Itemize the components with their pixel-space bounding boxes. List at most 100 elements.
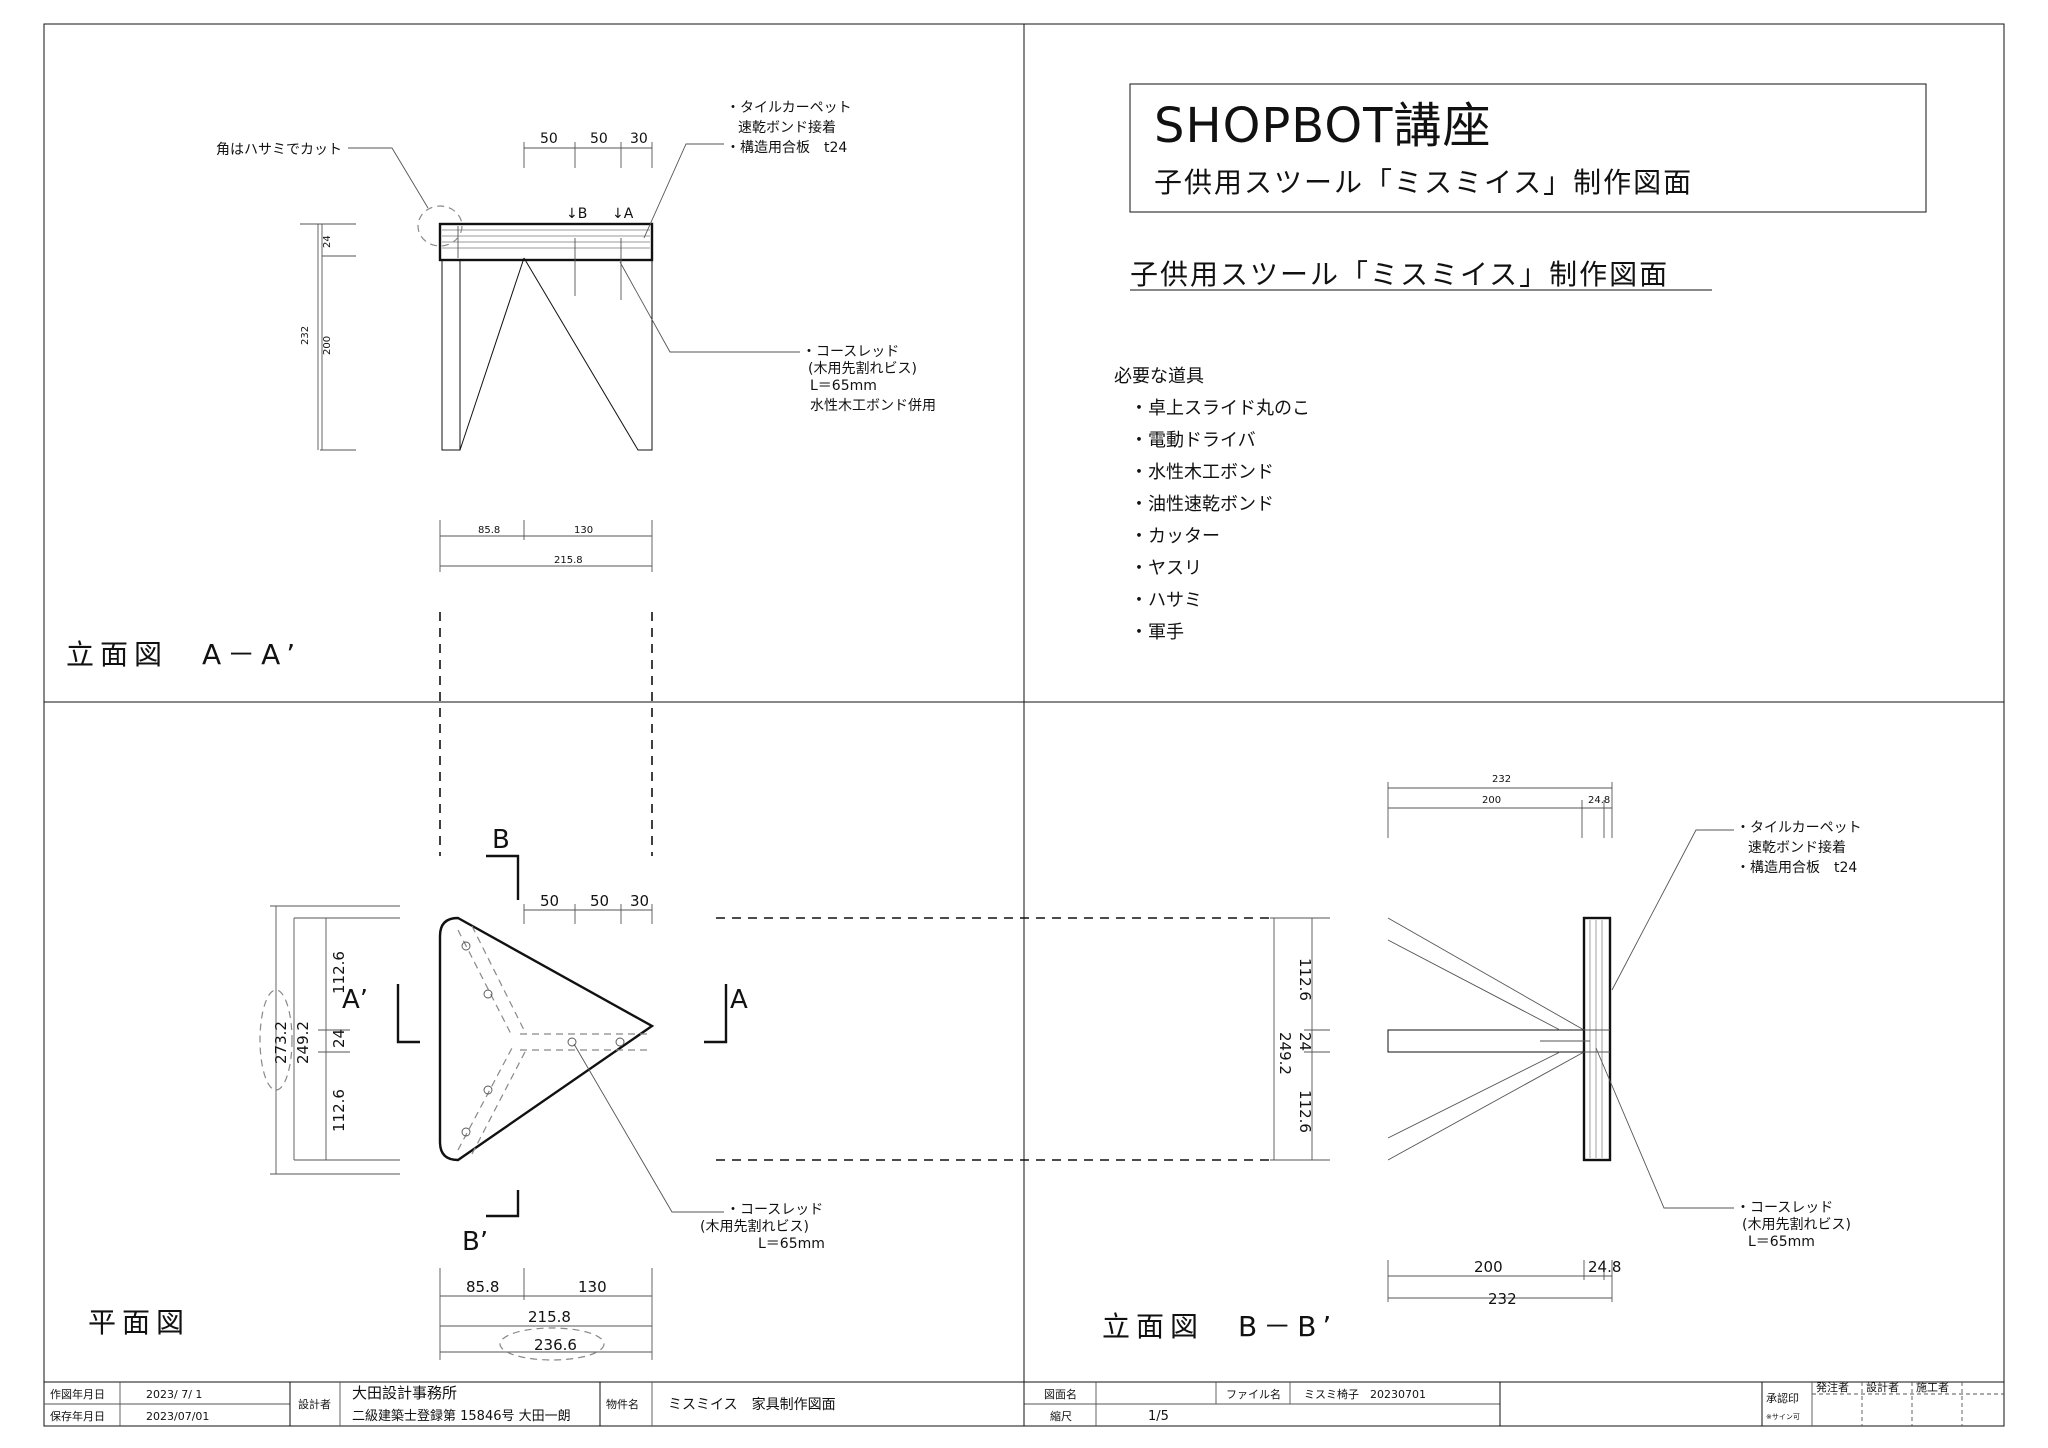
- table-property-value: ミスミイス 家具制作図面: [668, 1396, 836, 1413]
- table-scale-label: 縮尺: [1050, 1409, 1072, 1423]
- note-corner-cut: 角はハサミでカット: [216, 142, 342, 158]
- note-carpet-1: ・タイルカーペット: [1736, 820, 1862, 836]
- note-screw-1: ・コースレッド: [726, 1202, 823, 1218]
- note-screw-2: (木用先割れビス): [700, 1218, 809, 1235]
- table-approval-label: 承認印: [1766, 1391, 1799, 1405]
- table-designer-label: 設計者: [298, 1397, 331, 1411]
- section-mark-a-prime: A’: [342, 985, 368, 1015]
- tool-item: ・水性木工ボンド: [1130, 462, 1274, 483]
- dim-30: 30: [630, 892, 649, 910]
- title-header: SHOPBOT講座: [1154, 98, 1491, 154]
- table-registration: 二級建築士登録第 15846号 大田一朗: [352, 1409, 571, 1424]
- dim-85-8: 85.8: [466, 1278, 499, 1296]
- tools-list: 必要な道具 ・卓上スライド丸のこ ・電動ドライバ ・水性木工ボンド ・油性速乾ボ…: [1114, 366, 1310, 643]
- note-carpet-2: 速乾ボンド接着: [738, 119, 836, 136]
- carpet-hatch: [442, 229, 650, 249]
- dim-30: 30: [630, 131, 648, 147]
- section-mark-b: B: [492, 825, 510, 855]
- dim-50: 50: [590, 892, 609, 910]
- plan-view: B B’ A’ A 50 50 30 273.2 249.2 112.6 24 …: [88, 825, 825, 1361]
- sheet-frame: [43, 23, 2005, 1427]
- note-carpet-3: ・構造用合板 t24: [1736, 860, 1857, 876]
- tool-item: ・卓上スライド丸のこ: [1130, 398, 1310, 419]
- table-role: 発注者: [1816, 1380, 1849, 1394]
- dim-200: 200: [322, 336, 333, 355]
- section-mark-b-prime: B’: [462, 1227, 488, 1257]
- note-carpet-1: ・タイルカーペット: [726, 100, 852, 116]
- table-drawing-label: 図面名: [1044, 1387, 1077, 1401]
- elevation-b: 232 200 24.8 249.2 112.6 24 112.6: [1102, 774, 1862, 1343]
- dim-200: 200: [1474, 1258, 1503, 1276]
- dim-249-2: 249.2: [294, 1021, 312, 1064]
- note-screw-3: L＝65mm: [810, 378, 877, 394]
- leg-outlines: [457, 925, 652, 1155]
- dim-24-8: 24.8: [1588, 795, 1610, 806]
- dim-112-6: 112.6: [1296, 958, 1314, 1001]
- tools-heading: 必要な道具: [1114, 366, 1204, 387]
- title-subtitle: 子供用スツール「ミスミイス」制作図面: [1154, 166, 1693, 199]
- title-table: 作図年月日 2023/ 7/ 1 保存年月日 2023/07/01 設計者 大田…: [44, 1380, 2004, 1426]
- dim-112-6: 112.6: [330, 1089, 348, 1132]
- carpet-hatch: [1589, 920, 1603, 1158]
- dim-112-6: 112.6: [330, 951, 348, 994]
- table-office: 大田設計事務所: [352, 1384, 457, 1402]
- tool-item: ・ヤスリ: [1130, 558, 1202, 579]
- dim-236-6: 236.6: [534, 1336, 577, 1354]
- table-saved-value: 2023/07/01: [146, 1410, 209, 1423]
- note-carpet-2: 速乾ボンド接着: [1748, 839, 1846, 856]
- tool-item: ・ハサミ: [1130, 590, 1202, 611]
- dim-24: 24: [322, 235, 333, 248]
- view-label-elev-a: 立面図 A－A’: [66, 638, 301, 671]
- dim-130: 130: [574, 525, 593, 536]
- table-property-label: 物件名: [606, 1397, 639, 1411]
- note-carpet-3: ・構造用合板 t24: [726, 140, 847, 156]
- dim-215-8: 215.8: [554, 555, 583, 566]
- table-role: 施工者: [1916, 1381, 1949, 1394]
- main-heading: 子供用スツール「ミスミイス」制作図面: [1130, 258, 1669, 291]
- dim-200: 200: [1482, 795, 1501, 806]
- section-mark-a: A: [730, 985, 748, 1015]
- elevation-a: ↓B ↓A 50 50 30 232 200 24 85.8 130 215.8: [66, 100, 936, 671]
- table-saved-label: 保存年月日: [50, 1409, 105, 1423]
- table-scale-value: 1/5: [1148, 1409, 1169, 1424]
- note-screw-1: ・コースレッド: [802, 344, 899, 360]
- table-created-label: 作図年月日: [50, 1387, 105, 1401]
- tool-item: ・電動ドライバ: [1130, 430, 1256, 451]
- dim-112-6: 112.6: [1296, 1090, 1314, 1133]
- note-screw-4: 水性木工ボンド併用: [810, 398, 936, 414]
- title-box: SHOPBOT講座 子供用スツール「ミスミイス」制作図面: [1129, 83, 1927, 213]
- dim-50: 50: [540, 131, 558, 147]
- note-screw-1: ・コースレッド: [1736, 1200, 1833, 1216]
- dim-249-2: 249.2: [1276, 1032, 1294, 1075]
- dim-273-2: 273.2: [272, 1021, 290, 1064]
- dim-50: 50: [540, 892, 559, 910]
- note-screw-2: (木用先割れビス): [808, 360, 917, 377]
- dim-215-8: 215.8: [528, 1308, 571, 1326]
- dim-232: 232: [1488, 1290, 1517, 1308]
- dim-24: 24: [1296, 1032, 1314, 1051]
- dim-85-8: 85.8: [478, 525, 500, 536]
- section-mark-a-down: ↓A: [612, 206, 634, 222]
- dim-130: 130: [578, 1278, 607, 1296]
- table-created-value: 2023/ 7/ 1: [146, 1388, 202, 1401]
- note-screw-3: L＝65mm: [1748, 1234, 1815, 1250]
- main-heading-group: 子供用スツール「ミスミイス」制作図面: [1130, 258, 1712, 291]
- dim-50: 50: [590, 131, 608, 147]
- table-file-label: ファイル名: [1226, 1387, 1281, 1401]
- tool-item: ・油性速乾ボンド: [1130, 494, 1274, 515]
- view-label-elev-b: 立面図 B－B’: [1102, 1310, 1337, 1343]
- table-role: 設計者: [1866, 1380, 1899, 1394]
- table-sign-note: ※サイン可: [1766, 1413, 1800, 1421]
- dim-24: 24: [330, 1029, 348, 1048]
- note-screw-3: L＝65mm: [758, 1236, 825, 1252]
- note-screw-2: (木用先割れビス): [1742, 1216, 1851, 1233]
- section-mark-b-down: ↓B: [566, 206, 587, 222]
- table-file-value: ミスミ椅子 20230701: [1304, 1387, 1426, 1401]
- dim-232: 232: [300, 326, 311, 345]
- dim-24-8: 24.8: [1588, 1258, 1621, 1276]
- dim-232: 232: [1492, 774, 1511, 785]
- projection-lines: [439, 612, 1270, 1161]
- tool-item: ・軍手: [1130, 622, 1184, 643]
- view-label-plan: 平面図: [88, 1306, 190, 1339]
